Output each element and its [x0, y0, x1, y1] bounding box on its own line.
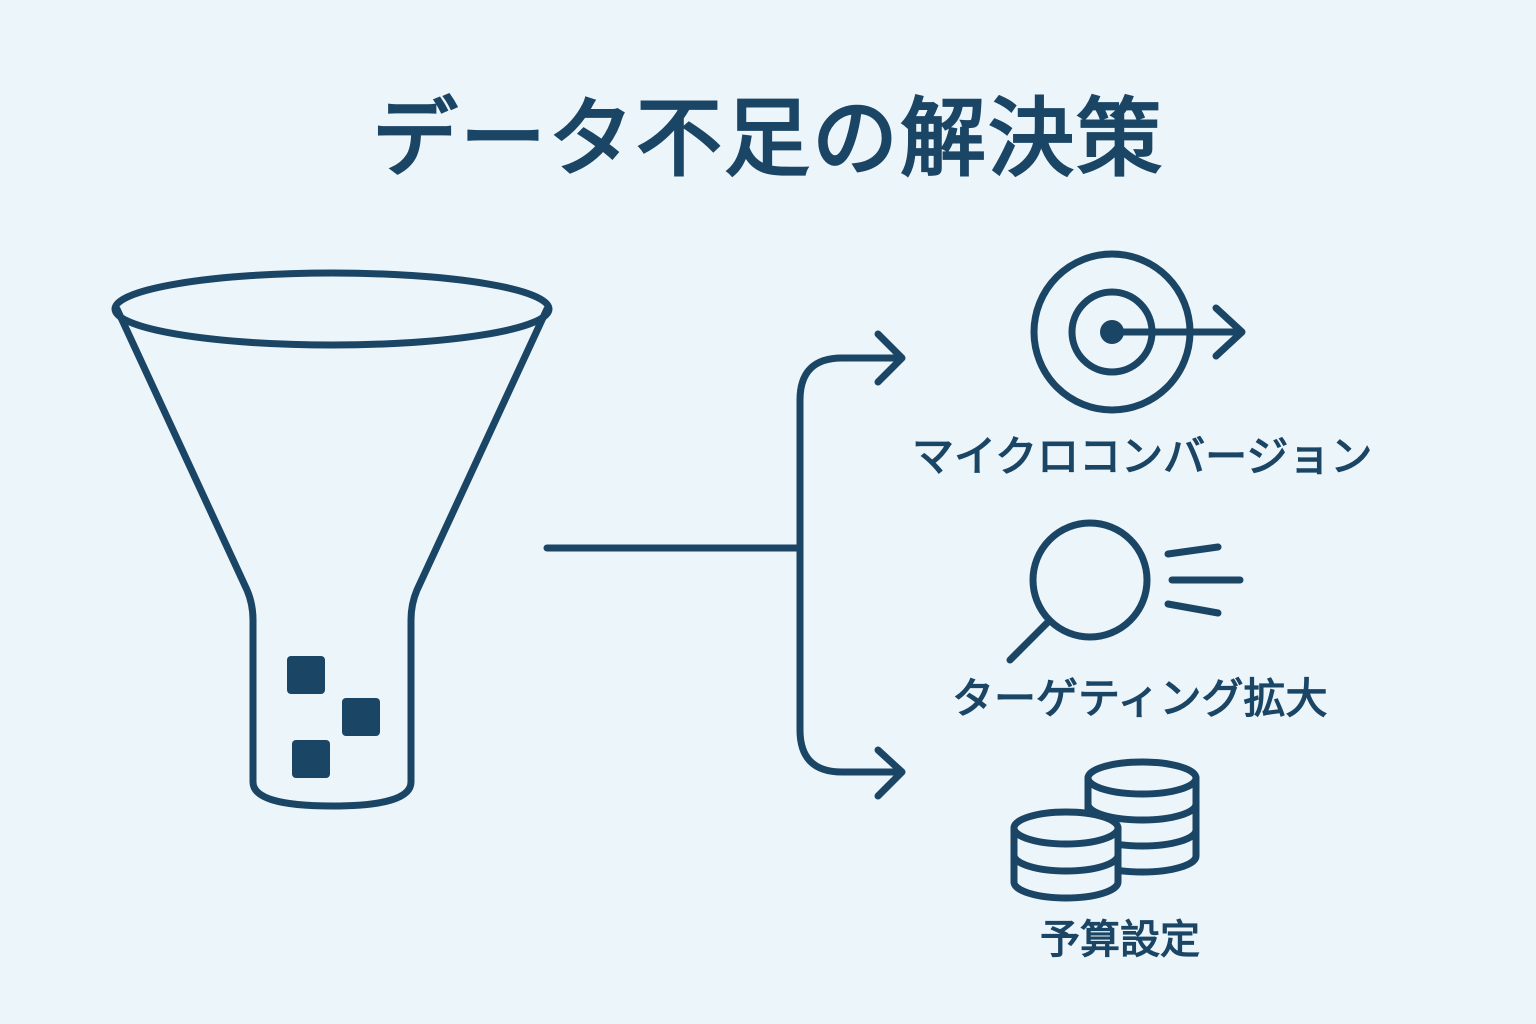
page-title: データ不足の解決策: [372, 89, 1164, 189]
solution-label-targeting-expansion: ターゲティング拡大: [952, 674, 1328, 723]
data-block: [292, 740, 330, 778]
solution-label-budget-setting: 予算設定: [1040, 917, 1200, 963]
target-arrow-icon: [1030, 250, 1246, 414]
funnel-icon: [111, 269, 553, 810]
coin-stacks-icon: [1010, 758, 1200, 902]
data-block: [342, 698, 380, 736]
data-block: [287, 656, 325, 694]
branch-connector: [543, 330, 906, 800]
solution-label-micro-conversion: マイクロコンバージョン: [912, 432, 1373, 481]
magnifier-icon: [1006, 519, 1244, 664]
